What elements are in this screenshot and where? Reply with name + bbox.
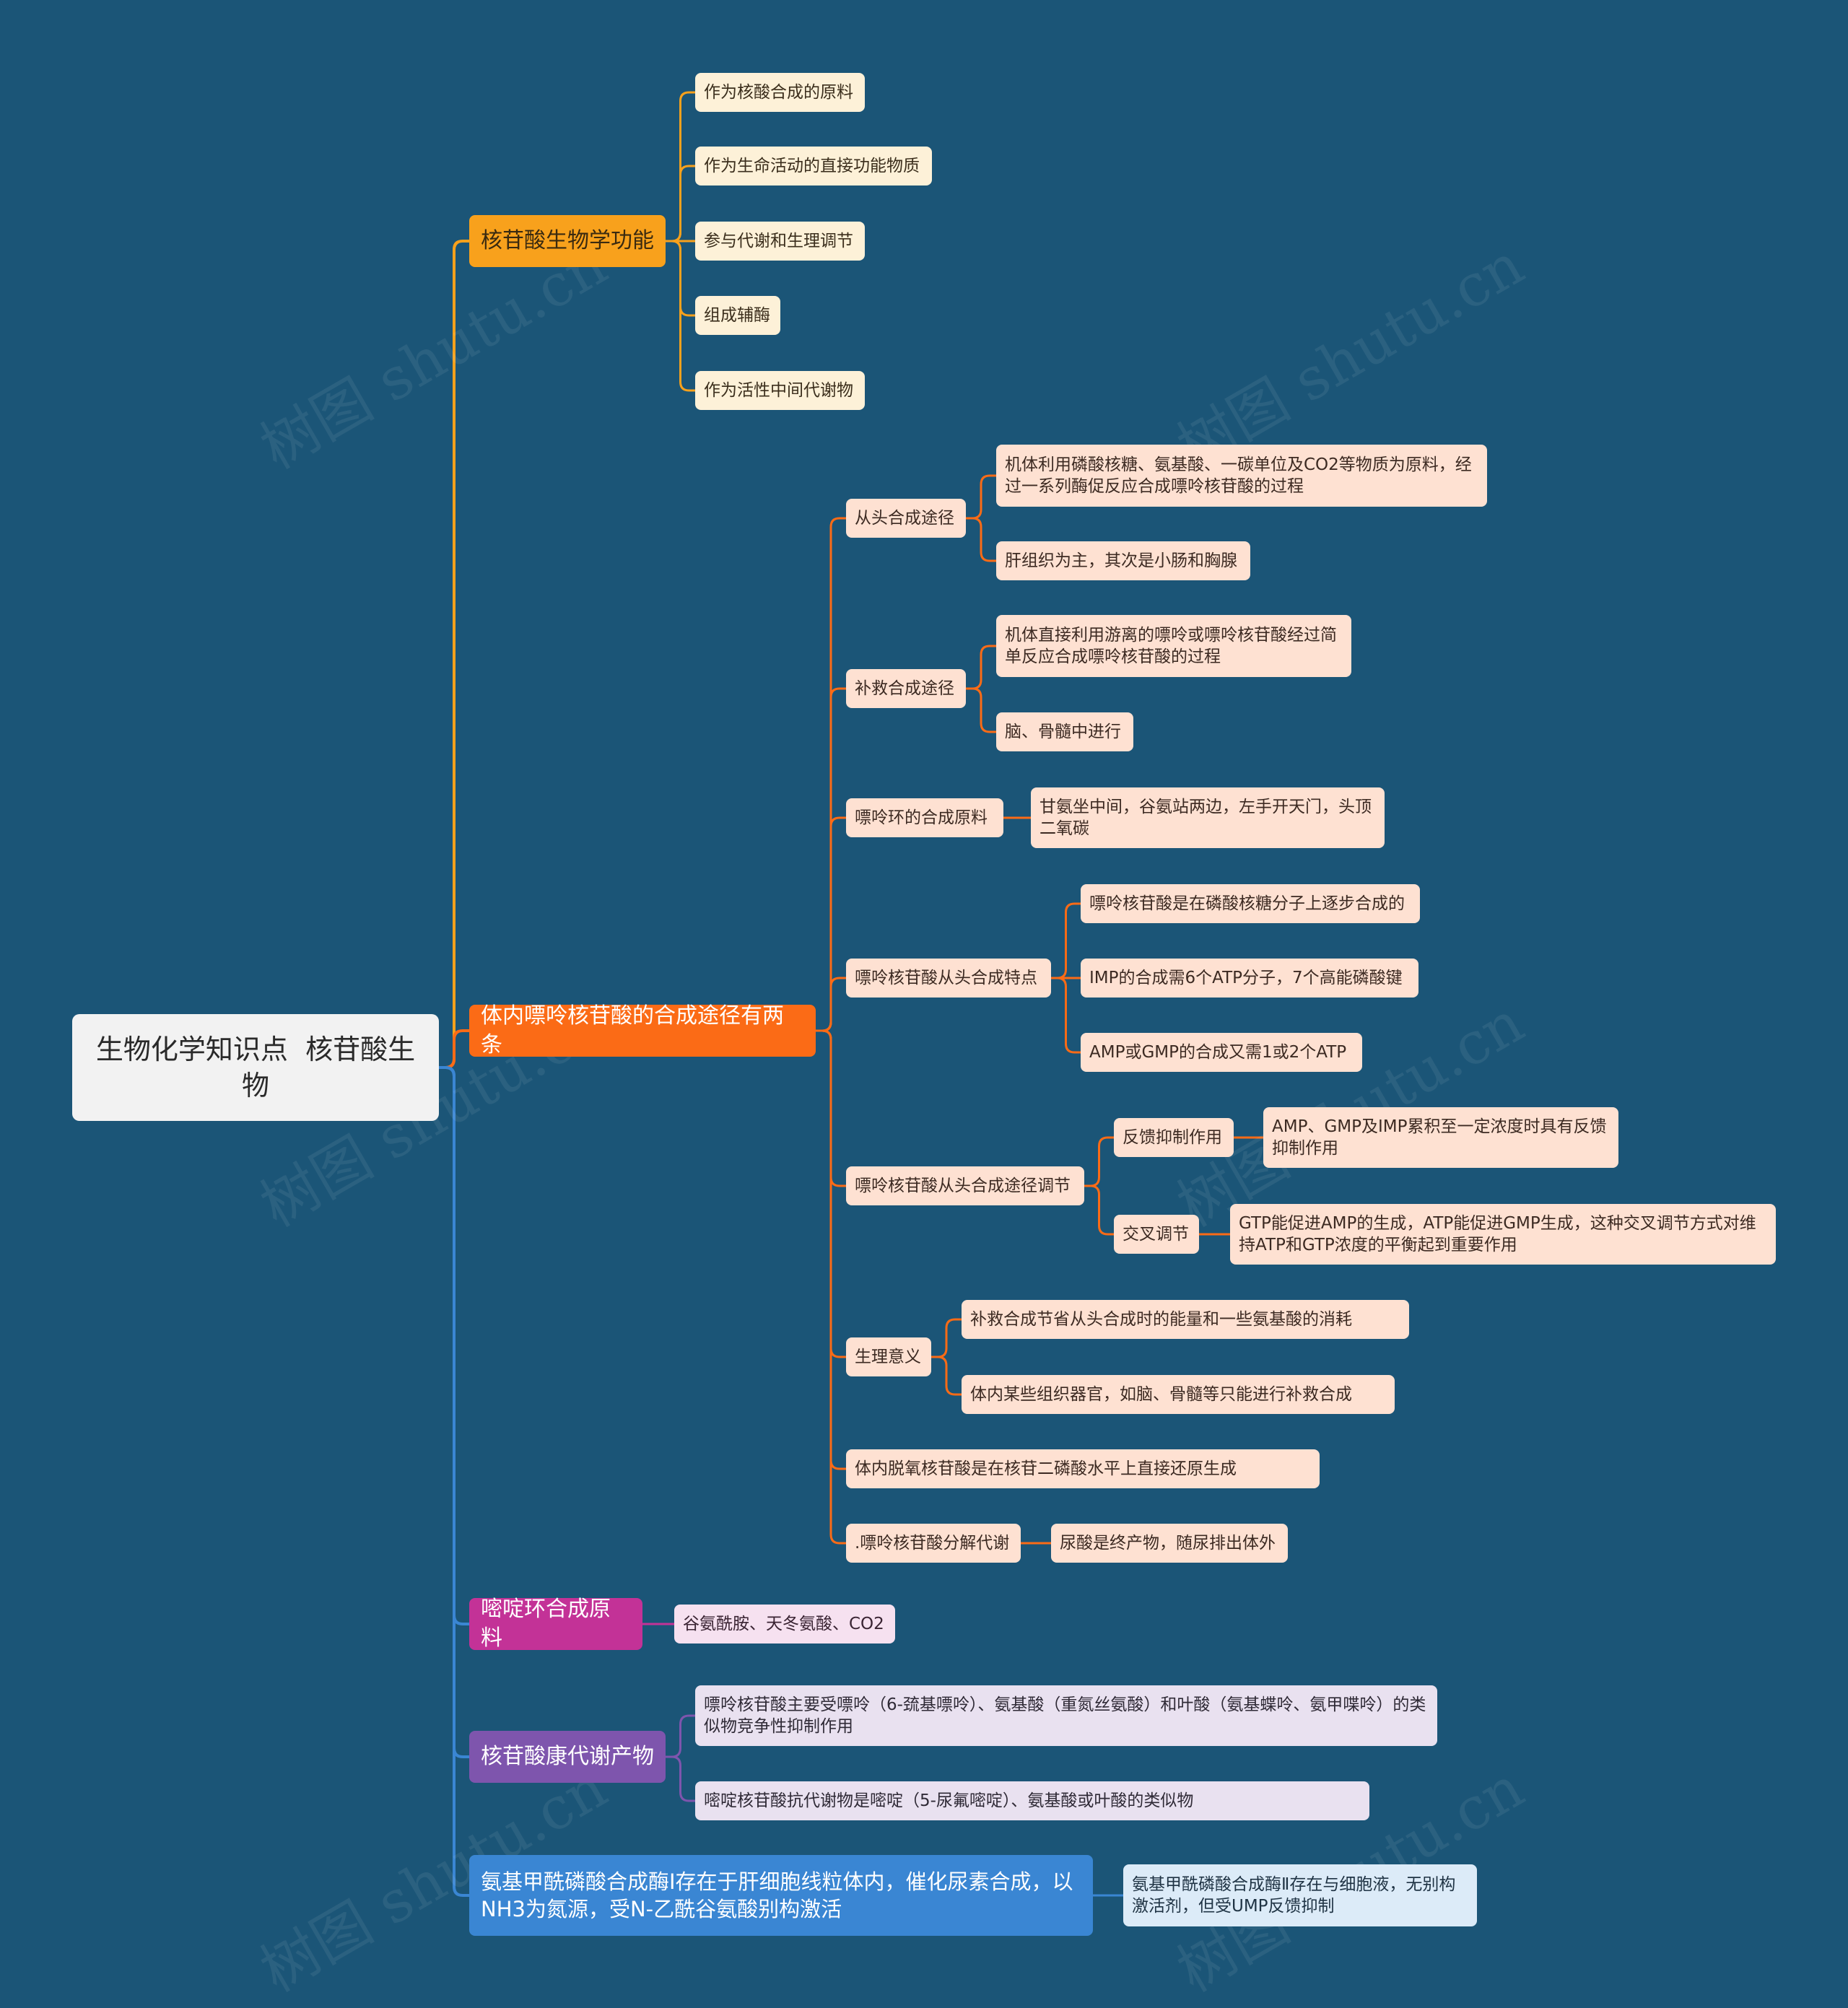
connector-line <box>666 240 695 392</box>
subtopic-de-novo-features[interactable]: 嘌呤核苷酸从头合成特点 <box>846 959 1051 998</box>
topic-antimetabolite[interactable]: 核苷酸康代谢产物 <box>469 1731 666 1783</box>
connector-line <box>966 687 996 733</box>
subtopic-salvage[interactable]: 补救合成途径 <box>846 669 966 708</box>
leaf-catabolism-detail[interactable]: 尿酸是终产物，随尿排出体外 <box>1051 1524 1288 1563</box>
topic-carbamoyl-phosphate-synthetase-1[interactable]: 氨基甲酰磷酸合成酶Ⅰ存在于肝细胞线粒体内，催化尿素合成，以NH3为氮源，受N-乙… <box>469 1855 1093 1936</box>
connector-line <box>966 474 996 520</box>
connector-line <box>966 517 996 562</box>
leaf-purine-ring-detail[interactable]: 甘氨坐中间，谷氨站两边，左手开天门，头顶二氧碳 <box>1031 787 1385 848</box>
leaf-function-item[interactable]: 作为活性中间代谢物 <box>695 371 865 410</box>
leaf-feature[interactable]: IMP的合成需6个ATP分子，7个高能磷酸键 <box>1081 959 1418 998</box>
connector-line <box>1051 902 1081 979</box>
connector-line <box>1084 1184 1114 1236</box>
connector-line <box>1051 977 1081 1054</box>
leaf-cross-detail[interactable]: GTP能促进AMP的生成，ATP能促进GMP生成，这种交叉调节方式对维持ATP和… <box>1230 1204 1776 1265</box>
topic-nucleotide-function[interactable]: 核苷酸生物学功能 <box>469 215 666 267</box>
subtopic-purine-ring[interactable]: 嘌呤环的合成原料 <box>846 798 1003 837</box>
leaf-function-item[interactable]: 作为生命活动的直接功能物质 <box>695 147 932 185</box>
connector-line <box>666 165 695 243</box>
topic-pyrimidine-ring[interactable]: 嘧啶环合成原料 <box>469 1597 642 1651</box>
subtopic-de-novo[interactable]: 从头合成途径 <box>846 499 966 538</box>
connector-line <box>966 645 996 690</box>
connector-line <box>1084 1136 1114 1187</box>
leaf-function-item[interactable]: 作为核酸合成的原料 <box>695 73 865 112</box>
connector-line <box>666 1755 695 1802</box>
leaf-de-novo-detail[interactable]: 机体利用磷酸核糖、氨基酸、一碳单位及CO2等物质为原料，经过一系列酶促反应合成嘌… <box>996 445 1487 507</box>
connector-line <box>439 1066 469 1897</box>
leaf-feature[interactable]: AMP或GMP的合成又需1或2个ATP <box>1081 1033 1362 1072</box>
subtopic-feedback-inhibition[interactable]: 反馈抑制作用 <box>1114 1118 1234 1157</box>
leaf-significance[interactable]: 体内某些组织器官，如脑、骨髓等只能进行补救合成 <box>962 1375 1395 1414</box>
leaf-function-item[interactable]: 参与代谢和生理调节 <box>695 222 865 261</box>
subtopic-catabolism[interactable]: .嘌呤核苷酸分解代谢 <box>846 1524 1021 1563</box>
connector-line <box>931 1356 962 1396</box>
leaf-pyrimidine-detail[interactable]: 谷氨酰胺、天冬氨酸、CO2 <box>674 1605 895 1643</box>
subtopic-regulation[interactable]: 嘌呤核苷酸从头合成途径调节 <box>846 1166 1084 1205</box>
connector-line <box>666 1714 695 1758</box>
leaf-salvage-detail[interactable]: 脑、骨髓中进行 <box>996 712 1133 751</box>
leaf-function-item[interactable]: 组成辅酶 <box>695 296 780 335</box>
subtopic-significance[interactable]: 生理意义 <box>846 1337 931 1376</box>
leaf-feature[interactable]: 嘌呤核苷酸是在磷酸核糖分子上逐步合成的 <box>1081 884 1420 923</box>
root-topic[interactable]: 生物化学知识点 核苷酸生物 <box>72 1014 439 1121</box>
leaf-antimetabolite-detail[interactable]: 嘌呤核苷酸主要受嘌呤（6-巯基嘌呤）、氨基酸（重氮丝氨酸）和叶酸（氨基蝶呤、氨甲… <box>695 1685 1437 1746</box>
connector-line <box>931 1318 962 1358</box>
connector-line <box>816 977 846 1032</box>
subtopic-deoxy[interactable]: 体内脱氧核苷酸是在核苷二磷酸水平上直接还原生成 <box>846 1449 1320 1488</box>
topic-purine-synthesis[interactable]: 体内嘌呤核苷酸的合成途径有两条 <box>469 1003 816 1057</box>
connector-line <box>816 1029 846 1545</box>
leaf-significance[interactable]: 补救合成节省从头合成时的能量和一些氨基酸的消耗 <box>962 1300 1409 1339</box>
leaf-salvage-detail[interactable]: 机体直接利用游离的嘌呤或嘌呤核苷酸经过简单反应合成嘌呤核苷酸的过程 <box>996 615 1351 677</box>
leaf-cps2-detail[interactable]: 氨基甲酰磷酸合成酶Ⅱ存在与细胞液，无别构激活剂，但受UMP反馈抑制 <box>1123 1864 1477 1926</box>
subtopic-cross-regulation[interactable]: 交叉调节 <box>1114 1215 1199 1254</box>
leaf-feedback-detail[interactable]: AMP、GMP及IMP累积至一定浓度时具有反馈抑制作用 <box>1263 1107 1618 1168</box>
leaf-de-novo-detail[interactable]: 肝组织为主，其次是小肠和胸腺 <box>996 541 1250 580</box>
leaf-antimetabolite-detail[interactable]: 嘧啶核苷酸抗代谢物是嘧啶（5-尿氟嘧啶）、氨基酸或叶酸的类似物 <box>695 1781 1369 1820</box>
